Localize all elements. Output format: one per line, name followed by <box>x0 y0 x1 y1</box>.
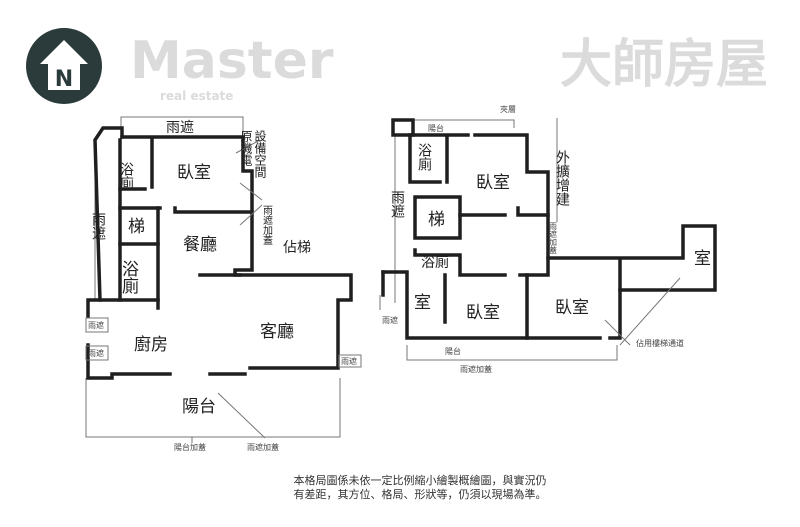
room-label: 夾層 <box>500 105 516 114</box>
room-label: 陽台 <box>182 397 216 417</box>
room-label: 餐廳 <box>183 235 217 255</box>
right-floor-plan: 夾層 陽台 浴廁 臥室 外擴增建 雨遮 梯 雨遮加蓋 浴廁 室 臥室 臥室 室 … <box>379 105 717 374</box>
room-label: 浴廁 <box>118 162 134 190</box>
room-label: 外擴增建 <box>554 150 570 207</box>
room-label: 雨遮加蓋 <box>261 205 273 245</box>
disclaimer-line-2: 有差距，其方位、格局、形狀等，仍須以現場為準。 <box>293 488 547 501</box>
room-label: 雨遮加蓋 <box>549 222 558 254</box>
room-label: 陽台 <box>445 346 461 356</box>
room-label: 浴廁 <box>416 143 432 171</box>
compass-label: N <box>55 67 73 92</box>
room-label: 雨遮 <box>341 356 357 366</box>
room-label: 佔梯 <box>283 240 311 256</box>
north-compass-icon: N <box>26 28 102 104</box>
watermark-brand: Master <box>130 31 334 91</box>
room-label: 雨遮 <box>88 348 104 358</box>
room-label: 原機電 <box>239 130 253 166</box>
room-label: 浴廁 <box>421 254 449 271</box>
room-label: 雨遮 <box>389 190 405 218</box>
room-label: 雨遮加蓋 <box>460 364 492 374</box>
room-label: 梯 <box>428 210 445 230</box>
room-label: 陽台加蓋 <box>174 442 206 452</box>
room-label: 陽台 <box>428 123 444 133</box>
room-label: 雨遮 <box>382 315 398 325</box>
room-label: 雨遮加蓋 <box>247 442 279 452</box>
room-label: 臥室 <box>177 163 211 183</box>
room-label: 雨遮 <box>88 320 104 330</box>
room-label: 梯 <box>128 217 145 237</box>
watermark-sub: real estate <box>160 89 233 103</box>
room-label: 臥室 <box>466 303 500 323</box>
room-label: 室 <box>694 249 711 269</box>
room-label: 佔用樓梯通道 <box>636 338 684 348</box>
room-label: 客廳 <box>260 322 294 342</box>
disclaimer-note: 本格局圖係未依一定比例縮小繪製概繪圖，與實況仍 有差距，其方位、格局、形狀等，仍… <box>220 474 620 502</box>
room-label: 室 <box>414 293 431 313</box>
watermark-chinese: 大師房屋 <box>560 35 768 95</box>
disclaimer-line-1: 本格局圖係未依一定比例縮小繪製概繪圖，與實況仍 <box>293 474 547 487</box>
room-label: 浴廁 <box>118 260 139 295</box>
room-label: 雨遮 <box>90 212 106 240</box>
left-floor-plan: 雨遮 浴廁 臥室 原機電 設備空間 雨遮加蓋 梯 雨遮 餐廳 佔梯 浴廁 廚房 … <box>85 116 362 452</box>
room-label: 臥室 <box>476 173 510 193</box>
watermark: Master real estate 大師房屋 <box>130 31 768 103</box>
room-label: 設備空間 <box>253 129 267 178</box>
room-label: 臥室 <box>555 298 589 318</box>
room-label: 雨遮 <box>166 120 194 136</box>
room-label: 廚房 <box>134 334 168 355</box>
